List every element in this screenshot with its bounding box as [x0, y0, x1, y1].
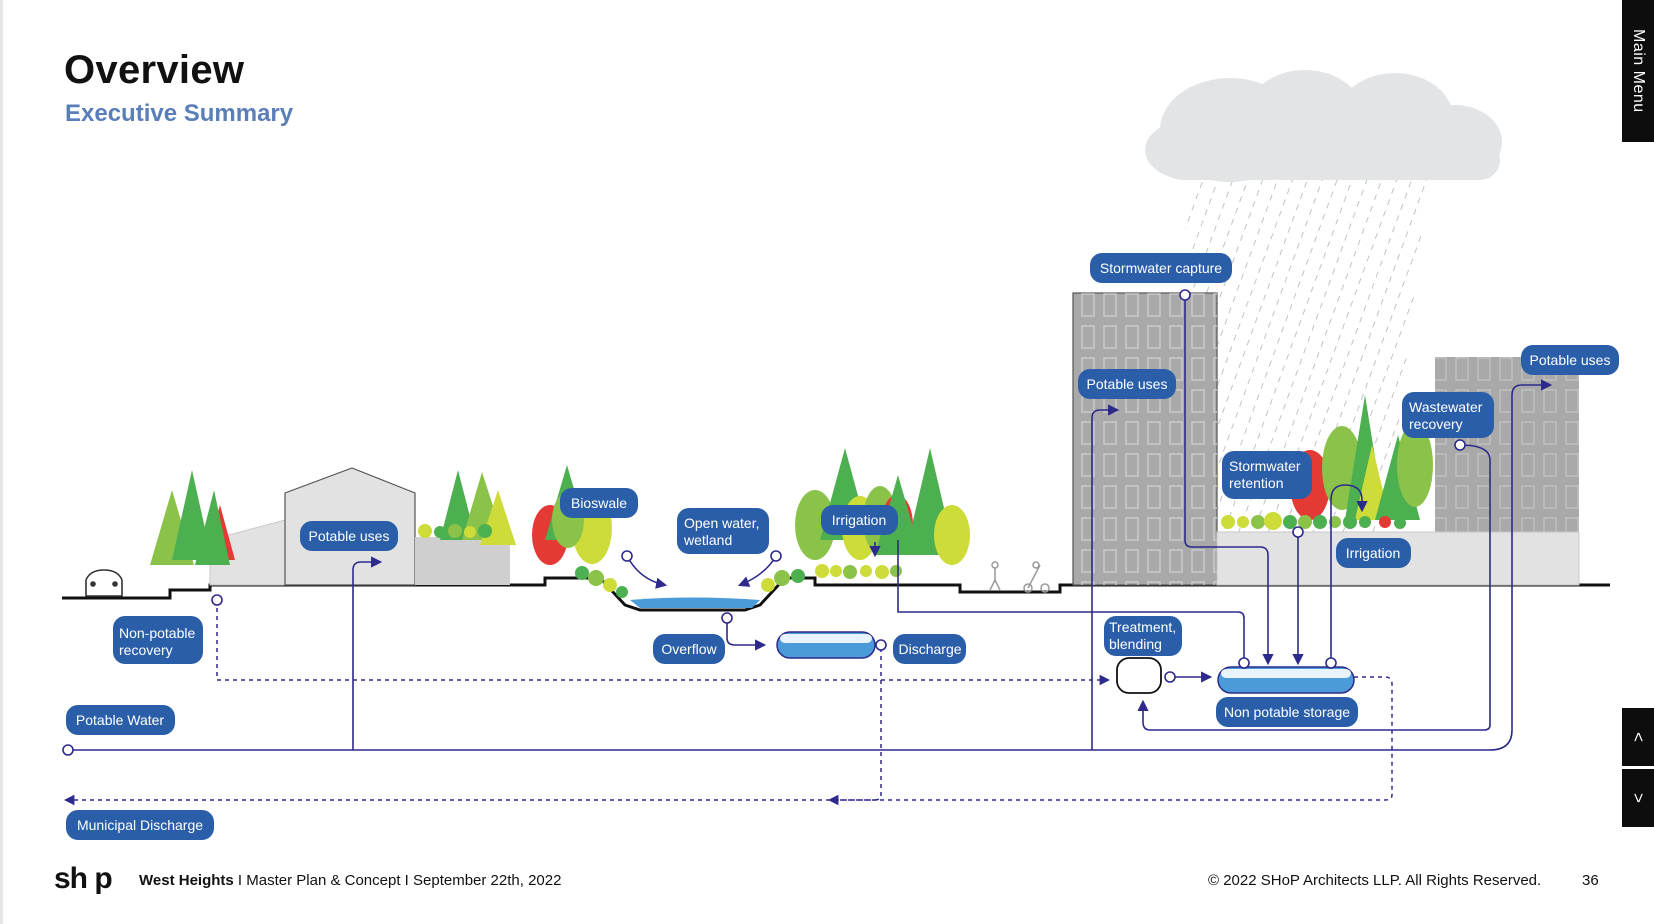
page-number: 36: [1582, 872, 1599, 889]
main-menu-button[interactable]: Main Menu: [1622, 0, 1654, 142]
label-open-water-wetland: Open water, wetland: [677, 508, 769, 554]
label-non-potable-storage: Non potable storage: [1216, 697, 1358, 727]
treatment-unit: [1116, 657, 1162, 694]
footer-project-name: West Heights: [139, 872, 234, 889]
svg-text:Irrigation: Irrigation: [832, 512, 886, 528]
tall-tower: [1072, 292, 1218, 586]
label-potable-water: Potable Water: [66, 705, 175, 735]
svg-text:retention: retention: [1229, 475, 1283, 491]
svg-text:Stormwater: Stormwater: [1229, 458, 1301, 474]
car-icon: [85, 569, 123, 597]
svg-text:Potable uses: Potable uses: [309, 528, 390, 544]
label-discharge: Discharge: [893, 634, 966, 664]
shop-logo: sh p: [54, 862, 113, 895]
svg-text:Irrigation: Irrigation: [1346, 545, 1400, 561]
svg-text:Non-potable: Non-potable: [119, 625, 195, 641]
label-overflow: Overflow: [653, 634, 725, 664]
svg-text:Treatment,: Treatment,: [1109, 619, 1176, 635]
svg-text:Stormwater capture: Stormwater capture: [1100, 260, 1222, 276]
label-potable-uses-right: Potable uses: [1521, 345, 1619, 375]
svg-text:Wastewater: Wastewater: [1409, 399, 1483, 415]
svg-text:Municipal Discharge: Municipal Discharge: [77, 817, 203, 833]
svg-text:Potable uses: Potable uses: [1087, 376, 1168, 392]
label-treatment-blending: Treatment, blending: [1104, 616, 1182, 656]
label-stormwater-capture: Stormwater capture: [1090, 253, 1232, 283]
left-rule: [0, 0, 3, 924]
svg-text:recovery: recovery: [1409, 416, 1463, 432]
label-non-potable-recovery: Non-potable recovery: [113, 616, 203, 664]
svg-text:Potable Water: Potable Water: [76, 712, 165, 728]
footer-copyright: © 2022 SHoP Architects LLP. All Rights R…: [1208, 872, 1542, 889]
svg-text:Non potable storage: Non potable storage: [1224, 704, 1350, 720]
chevron-left-icon: <: [1629, 732, 1648, 742]
svg-text:Discharge: Discharge: [898, 641, 961, 657]
svg-text:Open water,: Open water,: [684, 515, 760, 531]
label-wastewater-recovery: Wastewater recovery: [1402, 392, 1494, 438]
right-buildings: [1216, 357, 1580, 586]
next-page-button[interactable]: >: [1622, 769, 1654, 827]
label-irrigation-mid: Irrigation: [821, 505, 898, 535]
ground-line: [62, 576, 1610, 612]
main-menu-label: Main Menu: [1630, 29, 1647, 113]
dashed-flow-lines: [63, 600, 1393, 806]
pedestrian-icon: [989, 561, 1001, 591]
wetland-water: [630, 597, 760, 608]
svg-text:blending: blending: [1109, 636, 1162, 652]
label-potable-uses-tower: Potable uses: [1078, 369, 1176, 399]
trees-left: [150, 470, 516, 565]
label-stormwater-retention: Stormwater retention: [1222, 451, 1312, 499]
footer-project-info: West Heights I Master Plan & Concept I S…: [139, 872, 561, 889]
page-title: Overview: [64, 48, 245, 92]
scooter-icon: [1023, 561, 1050, 593]
footer-project-details: I Master Plan & Concept I September 22th…: [237, 872, 562, 889]
shrubs: [418, 524, 902, 598]
label-irrigation-right: Irrigation: [1336, 538, 1411, 568]
label-municipal-discharge: Municipal Discharge: [66, 810, 214, 840]
previous-page-button[interactable]: <: [1622, 708, 1654, 766]
svg-text:Potable uses: Potable uses: [1530, 352, 1611, 368]
svg-text:Overflow: Overflow: [661, 641, 717, 657]
chevron-right-icon: >: [1629, 793, 1648, 803]
page-subtitle: Executive Summary: [65, 100, 294, 127]
flow-lines: [68, 295, 1553, 751]
svg-text:wetland: wetland: [683, 532, 732, 548]
label-potable-uses-left: Potable uses: [300, 521, 398, 551]
flow-nodes: [62, 289, 1466, 756]
svg-text:recovery: recovery: [119, 642, 173, 658]
svg-text:Bioswale: Bioswale: [571, 495, 627, 511]
label-bioswale: Bioswale: [560, 488, 638, 518]
